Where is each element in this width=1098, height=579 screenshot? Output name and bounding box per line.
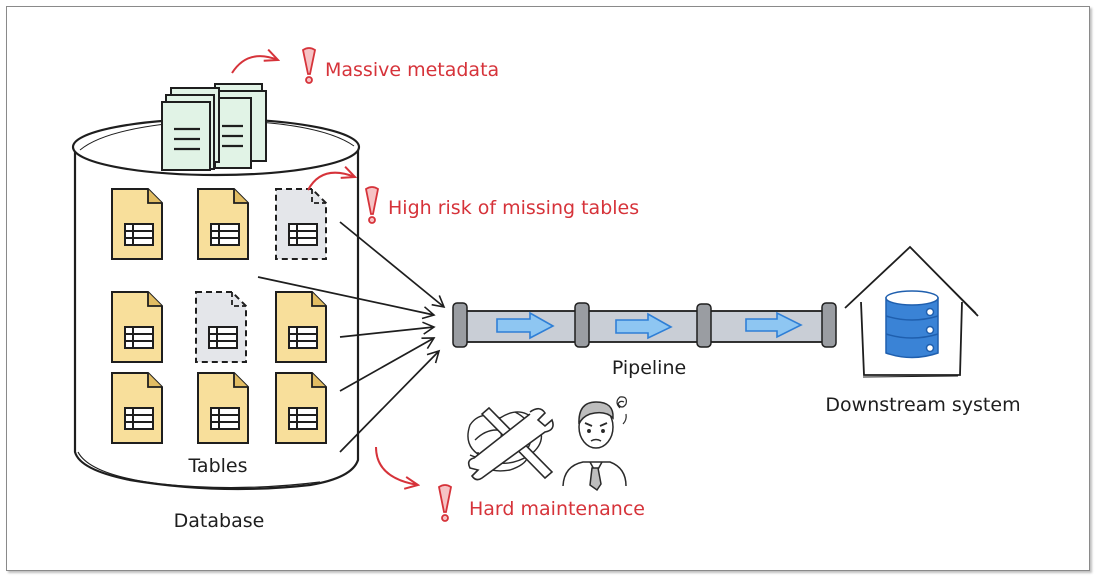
pipe-joint bbox=[574, 302, 590, 348]
warning-arrow-icon bbox=[307, 173, 355, 191]
pipeline-label: Pipeline bbox=[612, 357, 686, 379]
table-file-icon bbox=[275, 372, 327, 444]
flow-direction-arrow-icon bbox=[615, 312, 673, 340]
warning-arrow-icon bbox=[375, 446, 418, 485]
pipe-joint bbox=[452, 302, 468, 348]
tables-grid bbox=[111, 188, 327, 444]
flow-arrow bbox=[339, 349, 441, 453]
database-label: Database bbox=[174, 510, 265, 532]
table-file-icon bbox=[197, 372, 249, 444]
warning-text: Hard maintenance bbox=[469, 498, 645, 520]
flow-direction-arrow-icon bbox=[745, 311, 803, 339]
pipe-joint bbox=[696, 303, 712, 348]
exclamation-icon bbox=[301, 47, 317, 84]
warning-arrow-icon bbox=[231, 56, 278, 74]
table-file-icon bbox=[111, 291, 163, 363]
flow-arrow bbox=[257, 276, 436, 320]
pipe-joint bbox=[821, 302, 837, 348]
warning-text: Massive metadata bbox=[325, 59, 499, 81]
missing-table-icon bbox=[275, 188, 327, 260]
tables-label: Tables bbox=[187, 455, 247, 477]
flow-arrow bbox=[339, 321, 436, 338]
frustrated-person-icon bbox=[562, 396, 627, 492]
exclamation-icon bbox=[364, 186, 380, 224]
document-stack-icon bbox=[161, 83, 267, 171]
table-file-icon bbox=[197, 188, 249, 260]
table-file-icon bbox=[111, 372, 163, 444]
warning-missing-tables: High risk of missing tables bbox=[307, 173, 639, 224]
table-file-icon bbox=[111, 188, 163, 260]
table-file-icon bbox=[275, 291, 327, 363]
missing-table-icon bbox=[195, 291, 247, 363]
pipeline bbox=[452, 302, 837, 348]
flow-arrows bbox=[257, 221, 446, 453]
tangled-tools-icon bbox=[467, 406, 554, 481]
flow-arrow bbox=[339, 337, 436, 392]
flow-direction-arrow-icon bbox=[496, 311, 555, 340]
warning-maintenance: Hard maintenance bbox=[375, 446, 645, 522]
downstream-system-label: Downstream system bbox=[825, 394, 1020, 416]
exclamation-icon bbox=[437, 484, 453, 522]
flow-arrow bbox=[339, 221, 446, 309]
warning-metadata: Massive metadata bbox=[231, 47, 499, 84]
warning-text: High risk of missing tables bbox=[388, 197, 639, 219]
house-database-icon bbox=[844, 245, 979, 378]
